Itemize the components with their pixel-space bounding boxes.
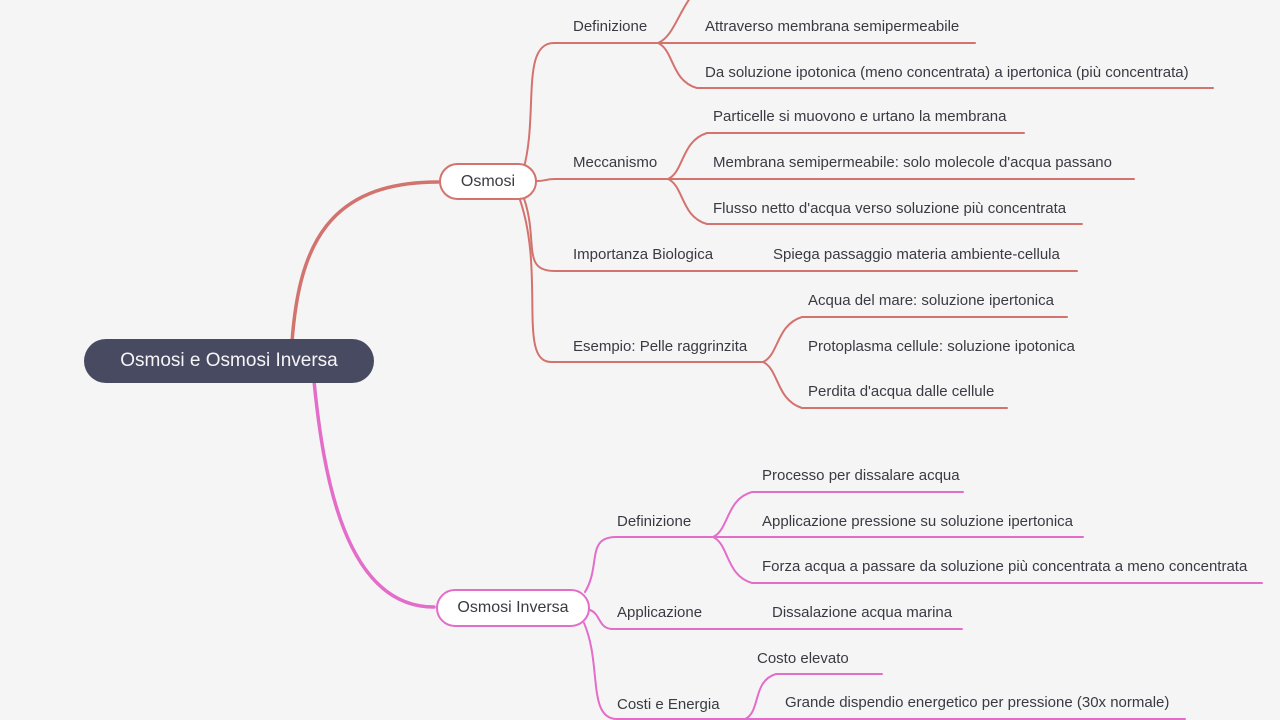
leaf-definizione-item1: Attraverso membrana semipermeabile [705, 18, 960, 35]
link-definizione2-item3 [712, 536, 1263, 584]
link-inversa-applicazione [589, 609, 963, 630]
link-meccanismo-item3 [667, 178, 1083, 225]
leaf-definizione2-item3: Forza acqua a passare da soluzione più c… [762, 558, 1248, 575]
link-root-osmosi [290, 180, 440, 344]
link-osmosi-importanza [521, 192, 1078, 272]
link-definizione2-item1 [712, 491, 964, 538]
link-esempio-item3 [762, 361, 1008, 409]
branch-node-osmosi-inversa[interactable]: Osmosi Inversa [436, 589, 590, 627]
link-esempio-item1 [762, 316, 1068, 363]
link-definizione-item2 [657, 42, 1214, 89]
link-osmosi-definizione [522, 42, 976, 172]
label-osmosi-meccanismo: Meccanismo [573, 154, 658, 171]
link-costi-item1 [744, 673, 883, 720]
root-node[interactable]: Osmosi e Osmosi Inversa [84, 339, 374, 383]
link-meccanismo-item1 [667, 132, 1025, 180]
leaf-meccanismo-item3: Flusso netto d'acqua verso soluzione più… [713, 200, 1067, 217]
link-osmosi-esempio [518, 196, 764, 363]
leaf-definizione-item2: Da soluzione ipotonica (meno concentrata… [705, 64, 1189, 81]
label-osmosi-importanza: Importanza Biologica [573, 246, 714, 263]
link-root-inversa [312, 379, 436, 609]
label-osmosi-esempio: Esempio: Pelle raggrinzita [573, 338, 748, 355]
leaf-esempio-item2: Protoplasma cellule: soluzione ipotonica [808, 338, 1075, 355]
leaf-meccanismo-item2: Membrana semipermeabile: solo molecole d… [713, 154, 1112, 171]
leaf-meccanismo-item1: Particelle si muovono e urtano la membra… [713, 108, 1007, 125]
leaf-importanza-item1: Spiega passaggio materia ambiente-cellul… [773, 246, 1060, 263]
leaf-costi-item1: Costo elevato [757, 650, 849, 667]
leaf-esempio-item3: Perdita d'acqua dalle cellule [808, 383, 995, 400]
label-inversa-definizione: Definizione [617, 513, 692, 530]
label-osmosi-definizione: Definizione [573, 18, 648, 35]
link-osmosi-meccanismo [536, 178, 1135, 182]
label-inversa-costi: Costi e Energia [617, 696, 720, 713]
leaf-definizione2-item1: Processo per dissalare acqua [762, 467, 960, 484]
leaf-applicazione-item1: Dissalazione acqua marina [772, 604, 953, 621]
label-inversa-applicazione: Applicazione [617, 604, 703, 621]
link-inversa-definizione [584, 536, 1084, 593]
branch-node-osmosi[interactable]: Osmosi [439, 163, 537, 200]
leaf-definizione2-item2: Applicazione pressione su soluzione iper… [762, 513, 1074, 530]
leaf-esempio-item1: Acqua del mare: soluzione ipertonica [808, 292, 1054, 309]
link-definizione-offscreen [657, 0, 690, 44]
link-inversa-costi [583, 622, 1186, 720]
leaf-costi-item2: Grande dispendio energetico per pression… [785, 694, 1170, 711]
